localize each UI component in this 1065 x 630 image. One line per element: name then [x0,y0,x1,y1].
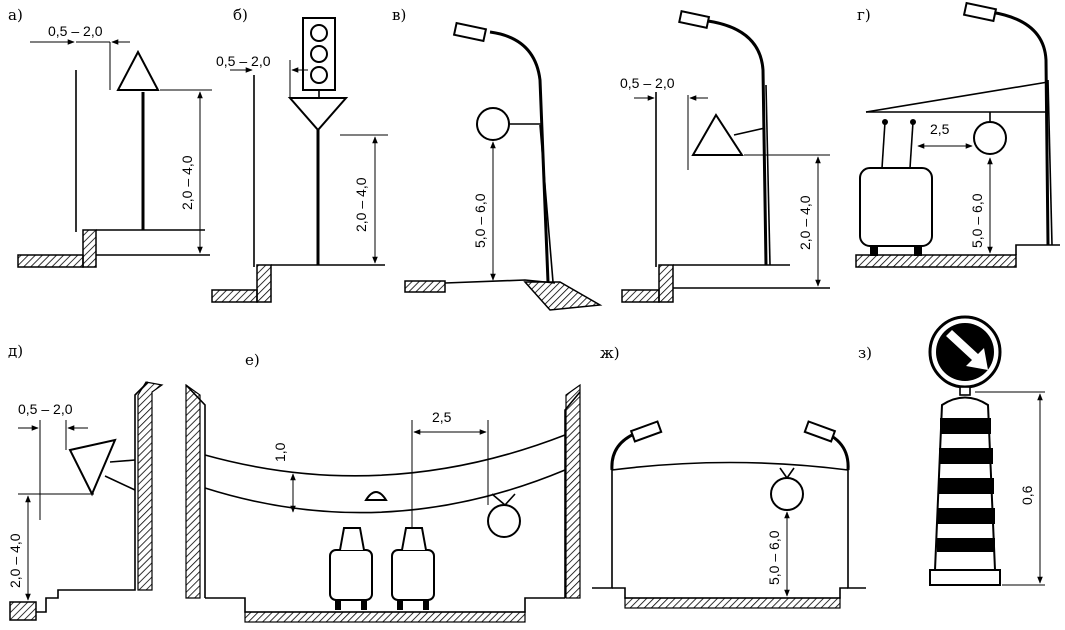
panel-g-label: г) [857,6,871,24]
suspended-sign-icon [487,504,521,538]
arrow-down-right-icon [946,330,988,370]
dim-clearance: 2,5 [432,409,452,425]
suspended-sign-icon [770,477,804,511]
dim-height-lamp: 5,0 – 6,0 [472,193,488,248]
inverted-triangle-sign-icon [287,97,349,132]
dim-height: 2,0 – 4,0 [353,177,369,232]
dim-offset: 0,5 – 2,0 [620,75,675,91]
dim-wire-gap: 1,0 [272,442,288,462]
panel-v: в) 5,0 – 6,0 0,5 – 2,0 2,0 – 4,0 [392,6,830,311]
dim-height: 0,6 [1019,485,1035,505]
panel-a: а) 0,5 – 2,0 2,0 – 4,0 [8,6,212,268]
dim-height: 5,0 – 6,0 [969,193,985,248]
triangle-sign-icon [68,438,117,497]
lamp-head-icon [452,21,488,43]
panel-zh: ж) 5,0 – 6,0 [592,344,866,609]
panel-z-label: з) [858,344,872,362]
panel-z: з) 0,6 [858,315,1045,586]
dim-height: 2,0 – 4,0 [179,155,195,210]
curb-hatch [17,254,84,268]
panel-e: е) 1,0 2,5 [185,351,581,623]
panel-d: д) 0,5 – 2,0 2,0 – 4,0 [7,342,164,621]
triangle-sign-icon [116,49,160,91]
dim-clearance: 2,5 [930,121,950,137]
round-sign-icon [476,107,510,141]
panel-e-label: е) [245,351,260,369]
suspended-sign-icon [973,121,1007,155]
panel-zh-label: ж) [600,344,620,362]
tram-icon [391,549,435,601]
trolleybus-icon [859,167,933,247]
dim-offset: 0,5 – 2,0 [216,53,271,69]
dim-offset: 0,5 – 2,0 [18,401,73,417]
panel-b: б) 0,5 – 2,0 2,0 – 4,0 [211,6,388,303]
tram-icon [329,549,373,601]
panel-b-label: б) [233,6,248,24]
panel-d-label: д) [8,342,23,360]
panel-g: г) 2,5 5,0 – 6,0 [855,1,1060,268]
triangle-sign-icon [691,113,744,156]
dim-height-sign: 2,0 – 4,0 [797,195,813,250]
dim-height: 5,0 – 6,0 [766,530,782,585]
curb-side-hatch [82,229,97,268]
panel-a-label: а) [8,6,23,24]
dim-height: 2,0 – 4,0 [7,533,23,588]
panel-v-label: в) [392,6,406,24]
lamp-icon [364,491,388,501]
dim-offset: 0,5 – 2,0 [48,23,103,39]
